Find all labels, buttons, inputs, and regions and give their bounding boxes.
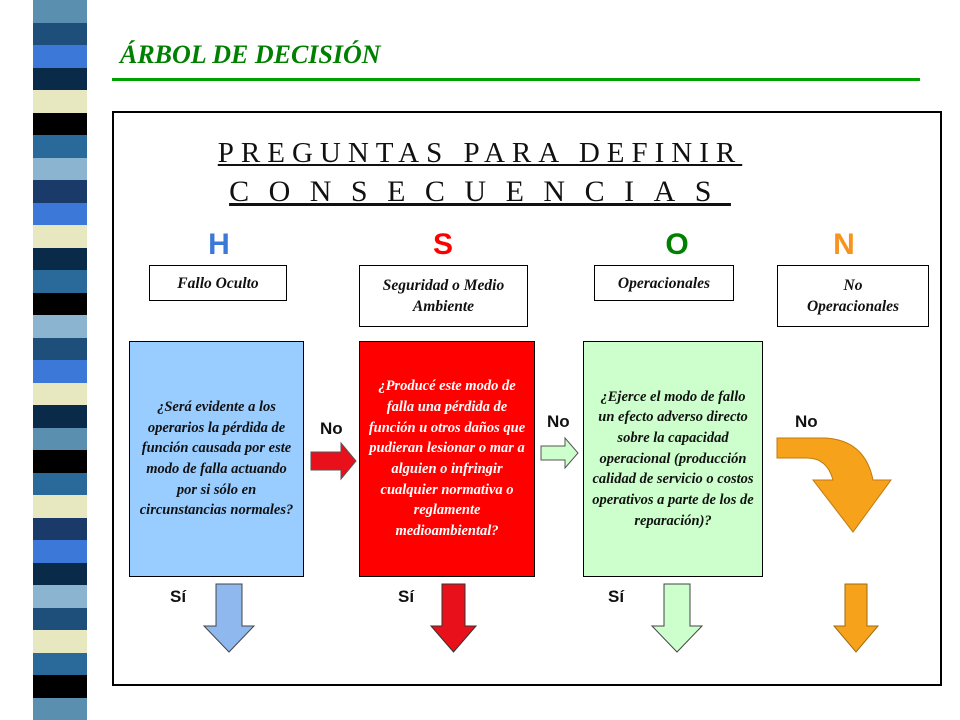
no-arrow-1-icon: [310, 441, 357, 481]
strip-segment: [33, 540, 87, 563]
category-safety-environment: Seguridad o Medio Ambiente: [359, 265, 528, 327]
letter-s: S: [432, 228, 453, 261]
strip-segment: [33, 495, 87, 518]
strip-segment: [33, 337, 87, 360]
decision-tree-panel: [112, 111, 942, 686]
strip-segment: [33, 427, 87, 450]
strip-segment: [33, 157, 87, 180]
strip-segment: [33, 360, 87, 383]
question-box-operational: ¿Ejerce el modo de fallo un efecto adver…: [583, 341, 763, 577]
strip-segment: [33, 0, 87, 23]
no-label-1: No: [320, 419, 343, 438]
strip-segment: [33, 675, 87, 698]
strip-segment: [33, 180, 87, 203]
strip-segment: [33, 382, 87, 405]
yes-arrow-2-icon: [429, 583, 478, 653]
letter-h: H: [208, 228, 230, 261]
strip-segment: [33, 697, 87, 720]
no-curved-arrow-icon: [776, 437, 892, 533]
strip-segment: [33, 562, 87, 585]
category-non-operational: No Operacionales: [777, 265, 929, 327]
slide-title: ÁRBOL DE DECISIÓN: [120, 40, 381, 69]
question-text-hidden-failure: ¿Será evidente a los operarios la pérdid…: [139, 398, 294, 519]
category-operational: Operacionales: [594, 265, 734, 301]
question-box-safety: ¿Producé este modo de falla una pérdida …: [359, 341, 535, 577]
strip-segment: [33, 247, 87, 270]
decorative-side-strip: [33, 0, 87, 720]
strip-segment: [33, 450, 87, 473]
strip-segment: [33, 607, 87, 630]
yes-label-2: Sí: [398, 587, 415, 606]
yes-label-1: Sí: [170, 587, 187, 606]
title-underline: [112, 78, 920, 81]
category-hidden-failure: Fallo Oculto: [149, 265, 287, 301]
letter-o: O: [665, 228, 689, 261]
strip-segment: [33, 45, 87, 68]
question-text-safety: ¿Producé este modo de falla una pérdida …: [368, 378, 526, 540]
down-arrow-n-icon: [832, 583, 880, 653]
question-box-hidden-failure: ¿Será evidente a los operarios la pérdid…: [129, 341, 304, 577]
strip-segment: [33, 270, 87, 293]
strip-segment: [33, 135, 87, 158]
strip-segment: [33, 315, 87, 338]
no-arrow-2-icon: [540, 436, 579, 470]
strip-segment: [33, 292, 87, 315]
strip-segment: [33, 112, 87, 135]
strip-segment: [33, 630, 87, 653]
panel-heading-line1: PREGUNTAS PARA DEFINIR: [217, 137, 743, 169]
strip-segment: [33, 67, 87, 90]
question-text-operational: ¿Ejerce el modo de fallo un efecto adver…: [592, 388, 754, 529]
letter-n: N: [833, 228, 855, 261]
panel-heading-line2: CONSECUENCIAS: [229, 175, 731, 208]
yes-label-3: Sí: [608, 587, 625, 606]
strip-segment: [33, 652, 87, 675]
strip-segment: [33, 22, 87, 45]
yes-arrow-3-icon: [650, 583, 704, 653]
no-label-3: No: [795, 412, 818, 431]
strip-segment: [33, 585, 87, 608]
strip-segment: [33, 405, 87, 428]
strip-segment: [33, 202, 87, 225]
strip-segment: [33, 472, 87, 495]
strip-segment: [33, 90, 87, 113]
strip-segment: [33, 517, 87, 540]
yes-arrow-1-icon: [202, 583, 256, 653]
strip-segment: [33, 225, 87, 248]
no-label-2: No: [547, 412, 570, 431]
